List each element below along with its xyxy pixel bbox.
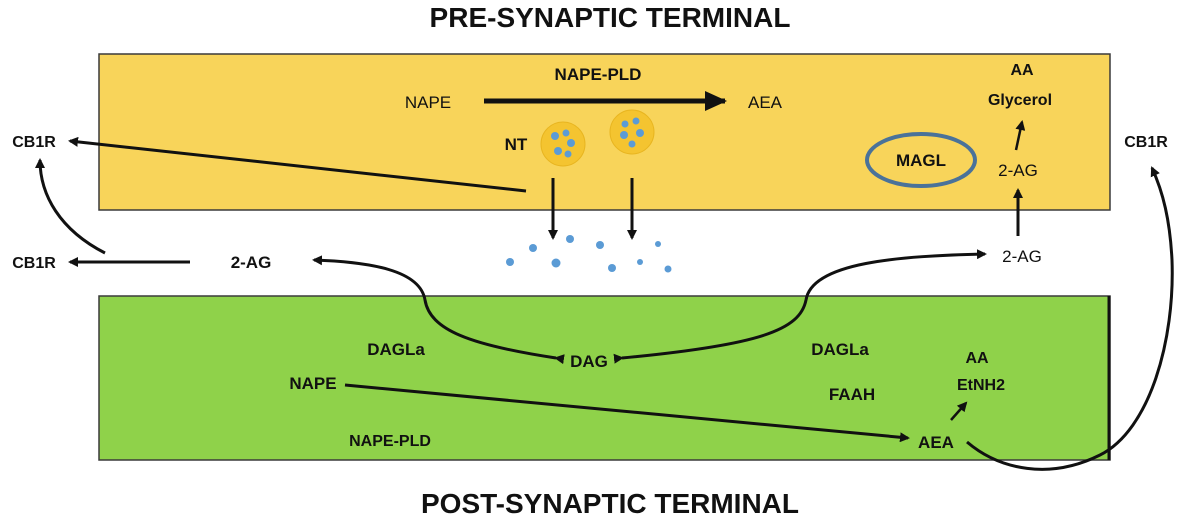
dag-to-2ag-left-arrow <box>312 255 565 365</box>
released-neurotransmitter-dots <box>506 235 672 273</box>
post-nape-pld-label: NAPE-PLD <box>349 433 431 450</box>
terminal-to-cb1r-top-arrow <box>68 136 527 193</box>
cleft-2ag-right-label: 2-AG <box>1002 247 1042 266</box>
cb1r-left-top-label: CB1R <box>12 134 56 151</box>
faah-label: FAAH <box>829 385 875 404</box>
cb1r-left-bottom-label: CB1R <box>12 255 56 272</box>
vesicle-right <box>609 109 655 155</box>
cleft-2ag-left-label: 2-AG <box>231 253 272 272</box>
post-dagla-right-label: DAGLa <box>811 340 869 359</box>
aea-to-cb1r-right-arrow <box>966 166 1174 471</box>
post-nape-to-aea-arrow <box>344 383 910 443</box>
post-synaptic-title: POST-SYNAPTIC TERMINAL <box>421 488 799 519</box>
pre-aa-label: AA <box>1010 62 1034 79</box>
cb1r-right-label: CB1R <box>1124 134 1168 151</box>
glycerol-label: Glycerol <box>988 92 1052 109</box>
post-aa-label: AA <box>965 350 989 367</box>
vesicle-left <box>540 121 586 167</box>
etnh2-label: EtNH2 <box>957 377 1005 394</box>
magl-label: MAGL <box>896 151 946 170</box>
pre-nape-label: NAPE <box>405 93 451 112</box>
nt-label: NT <box>505 135 528 154</box>
dag-to-2ag-right-arrow <box>613 249 987 364</box>
curved-arrow-to-cb1r-top <box>35 158 106 255</box>
pre-nape-pld-label: NAPE-PLD <box>555 65 642 84</box>
pre-synaptic-title: PRE-SYNAPTIC TERMINAL <box>430 2 791 33</box>
2ag-hydrolysis-arrow <box>1014 120 1026 151</box>
pre-2ag-label: 2-AG <box>998 161 1038 180</box>
post-nape-label: NAPE <box>289 374 336 393</box>
pre-aea-label: AEA <box>748 93 783 112</box>
magl-enzyme-ring <box>865 132 977 188</box>
post-dagla-left-label: DAGLa <box>367 340 425 359</box>
aea-hydrolysis-arrow <box>950 401 968 421</box>
post-aea-label: AEA <box>918 433 954 452</box>
dag-label: DAG <box>570 352 608 371</box>
